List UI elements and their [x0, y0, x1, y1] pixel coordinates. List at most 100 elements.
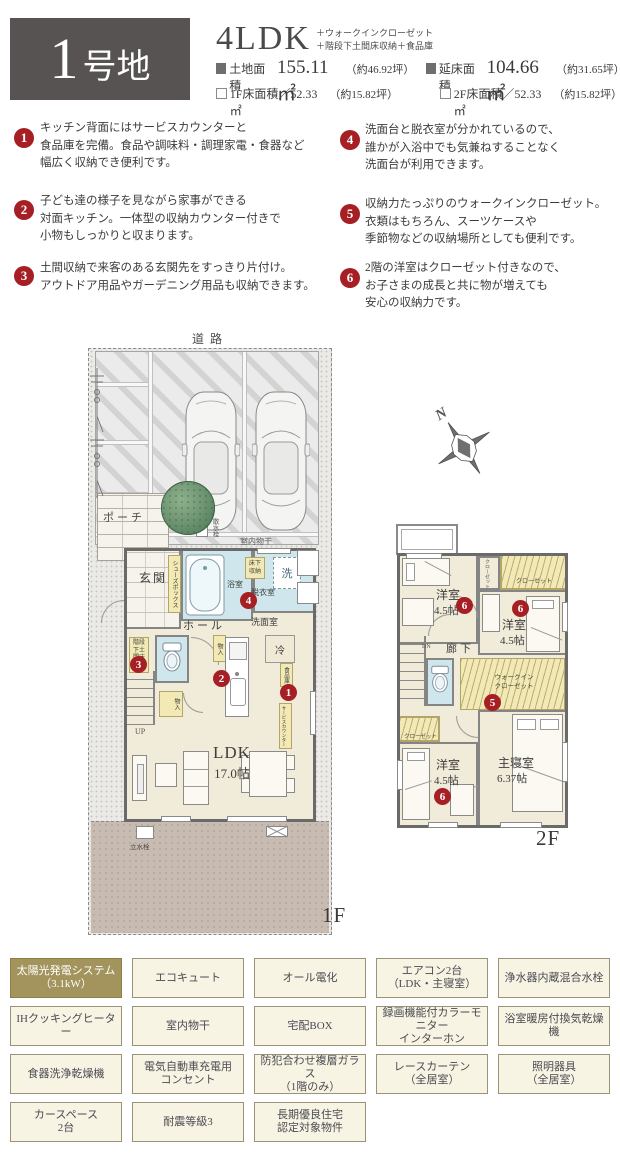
floor2-area-tsubo: （約15.82坪）: [553, 89, 620, 101]
land-area: 土地面積 155.11㎡ （約46.92坪）: [216, 57, 414, 106]
amenity-security-glass: 防犯合わせ複層ガラス （1階のみ）: [254, 1054, 366, 1094]
plan-marker-6: 6: [434, 788, 451, 805]
side-table: [155, 763, 177, 787]
bed: [526, 596, 563, 652]
lot-suffix: 号地: [82, 49, 151, 86]
door-arc: [456, 716, 478, 738]
amenity-indoor-drying: 室内物干: [132, 1006, 244, 1046]
amenity-ecocute: エコキュート: [132, 958, 244, 998]
tv-board: [132, 755, 147, 801]
outline-square-icon: [216, 88, 227, 99]
stairs-1f: [127, 671, 155, 725]
amenity-dishwasher: 食器洗浄乾燥機: [10, 1054, 122, 1094]
sofa-cushion-line: [184, 786, 208, 787]
pillow: [532, 600, 554, 609]
feature-4-badge: 4: [340, 130, 360, 150]
amenity-lace-curtain: レースカーテン （全居室）: [376, 1054, 488, 1094]
amenity-ev-outlet: 電気自動車充電用 コンセント: [132, 1054, 244, 1094]
car-icon: [251, 386, 311, 541]
feature-6-text: 2階の洋室はクローゼット付きなので、 お子さまの成長と共に物が増えても 安心の収…: [365, 262, 566, 309]
dining-chair: [241, 755, 250, 770]
dining-table: [249, 751, 287, 797]
amenity-solar: 太陽光発電システム （3.1kW）: [10, 958, 122, 998]
shoes-box: シューズボックス: [168, 555, 181, 613]
faucet-icon: [235, 672, 239, 676]
hallway-label: 廊下: [446, 643, 474, 655]
toilet-icon: [160, 641, 184, 680]
bath-label: 浴室: [227, 580, 243, 589]
bedroom-3-label: 洋室: [436, 758, 461, 772]
floor-label-2f: 2F: [536, 826, 561, 850]
bedroom-3: [400, 742, 478, 825]
dining-chair: [241, 778, 250, 793]
outdoor-unit: [297, 550, 319, 576]
closet-left: クローゼット: [400, 716, 440, 742]
closet-small: クローゼット: [478, 556, 500, 590]
pillow: [407, 752, 425, 761]
closet-small-label: クローゼット: [484, 559, 489, 589]
amenity-seismic-grade: 耐震等級3: [132, 1102, 244, 1142]
lot-number-box: 1 号地: [10, 18, 190, 100]
wic-line2: クローゼット: [494, 683, 534, 690]
plan-note-2: ＋階段下土間床収納＋食品庫: [316, 41, 434, 51]
feature-5-badge: 5: [340, 204, 360, 224]
land-area-label: 土地面積: [229, 62, 266, 93]
dining-chair: [286, 778, 295, 793]
compass-icon: N: [430, 402, 494, 483]
tree: [161, 481, 215, 535]
amenity-all-electric: オール電化: [254, 958, 366, 998]
door-arc: [183, 693, 203, 713]
balcony-rail: [401, 529, 453, 550]
amenity-lighting: 照明器具 （全居室）: [498, 1054, 610, 1094]
dining-chair: [286, 755, 295, 770]
underfloor-storage: 床下収納: [245, 557, 265, 579]
plan-notes: ＋ウォークインクローゼット ＋階段下土間床収納＋食品庫: [316, 27, 433, 53]
sprinkler-label: 散水栓: [211, 518, 218, 538]
feature-6-badge: 6: [340, 268, 360, 288]
desk: [450, 784, 474, 816]
amenity-bath-dryer: 浴室暖房付換気乾燥機: [498, 1006, 610, 1046]
floor2-area: 2F床面積／52.33㎡ （約15.82坪）: [440, 85, 620, 119]
window: [562, 742, 568, 782]
toilet-icon: [429, 664, 451, 701]
area-row-1: 土地面積 155.11㎡ （約46.92坪） 延床面積 104.66㎡ （約31…: [216, 57, 620, 106]
plan-marker-5: 5: [484, 694, 501, 711]
up-label: UP: [135, 727, 146, 736]
vent-icon: [265, 824, 289, 842]
feature-3-text: 土間収納で来客のある玄関先をすっきり片付け。 アウトドア用品やガーデニング用品も…: [40, 262, 315, 292]
amenity-aircon: エアコン2台 （LDK・主寝室）: [376, 958, 488, 998]
amenity-intercom: 録画機能付カラーモニター インターホン: [376, 1006, 488, 1046]
master-bedroom: [478, 710, 565, 825]
sofa: [183, 751, 209, 805]
feature-1-text: キッチン背面にはサービスカウンターと 食品庫を完備。食品や調味料・調理家電・食器…: [40, 122, 305, 169]
desk: [402, 598, 434, 626]
floorplan-1f: 玄関 シューズボックス 浴室 床下収納 洗 脱衣室 洗面室 ホール 階段下土間床…: [124, 548, 316, 822]
wic-line1: ウォークイン: [494, 674, 534, 681]
master-size: 6.37帖: [497, 773, 528, 785]
ldk-size: 17.0帖: [214, 766, 250, 781]
total-floor-area: 延床面積 104.66㎡ （約31.65坪）: [425, 57, 620, 106]
plan-type: 4LDK: [216, 20, 311, 57]
total-floor-area-tsubo: （約31.65坪）: [555, 64, 620, 76]
closet-2: 物入: [159, 691, 183, 717]
water-tap-label: 立水栓: [130, 844, 150, 851]
outline-square-icon: [440, 88, 451, 99]
dressing-room-label: 脱衣室: [251, 588, 275, 597]
window: [500, 822, 542, 828]
feature-2-badge: 2: [14, 200, 34, 220]
service-counter: サービスカウンター: [279, 703, 292, 749]
desk: [482, 594, 500, 632]
area-row-2: 1F床面積／52.33㎡ （約15.82坪） 2F床面積／52.33㎡ （約15…: [216, 85, 620, 119]
amenities-grid: 太陽光発電システム （3.1kW） エコキュート オール電化 エアコン2台 （L…: [10, 958, 610, 1142]
amenity-water-purifier: 浄水器内蔵混合水栓: [498, 958, 610, 998]
blanket-line: [405, 780, 432, 790]
plan-marker-1: 1: [280, 684, 297, 701]
pillow: [540, 719, 559, 730]
window: [257, 548, 291, 554]
bedroom-1-label: 洋室: [436, 588, 461, 602]
compass-n: N: [432, 404, 452, 424]
stairs-2f: [400, 636, 426, 706]
window: [562, 602, 568, 632]
plan-marker-3: 3: [130, 656, 147, 673]
